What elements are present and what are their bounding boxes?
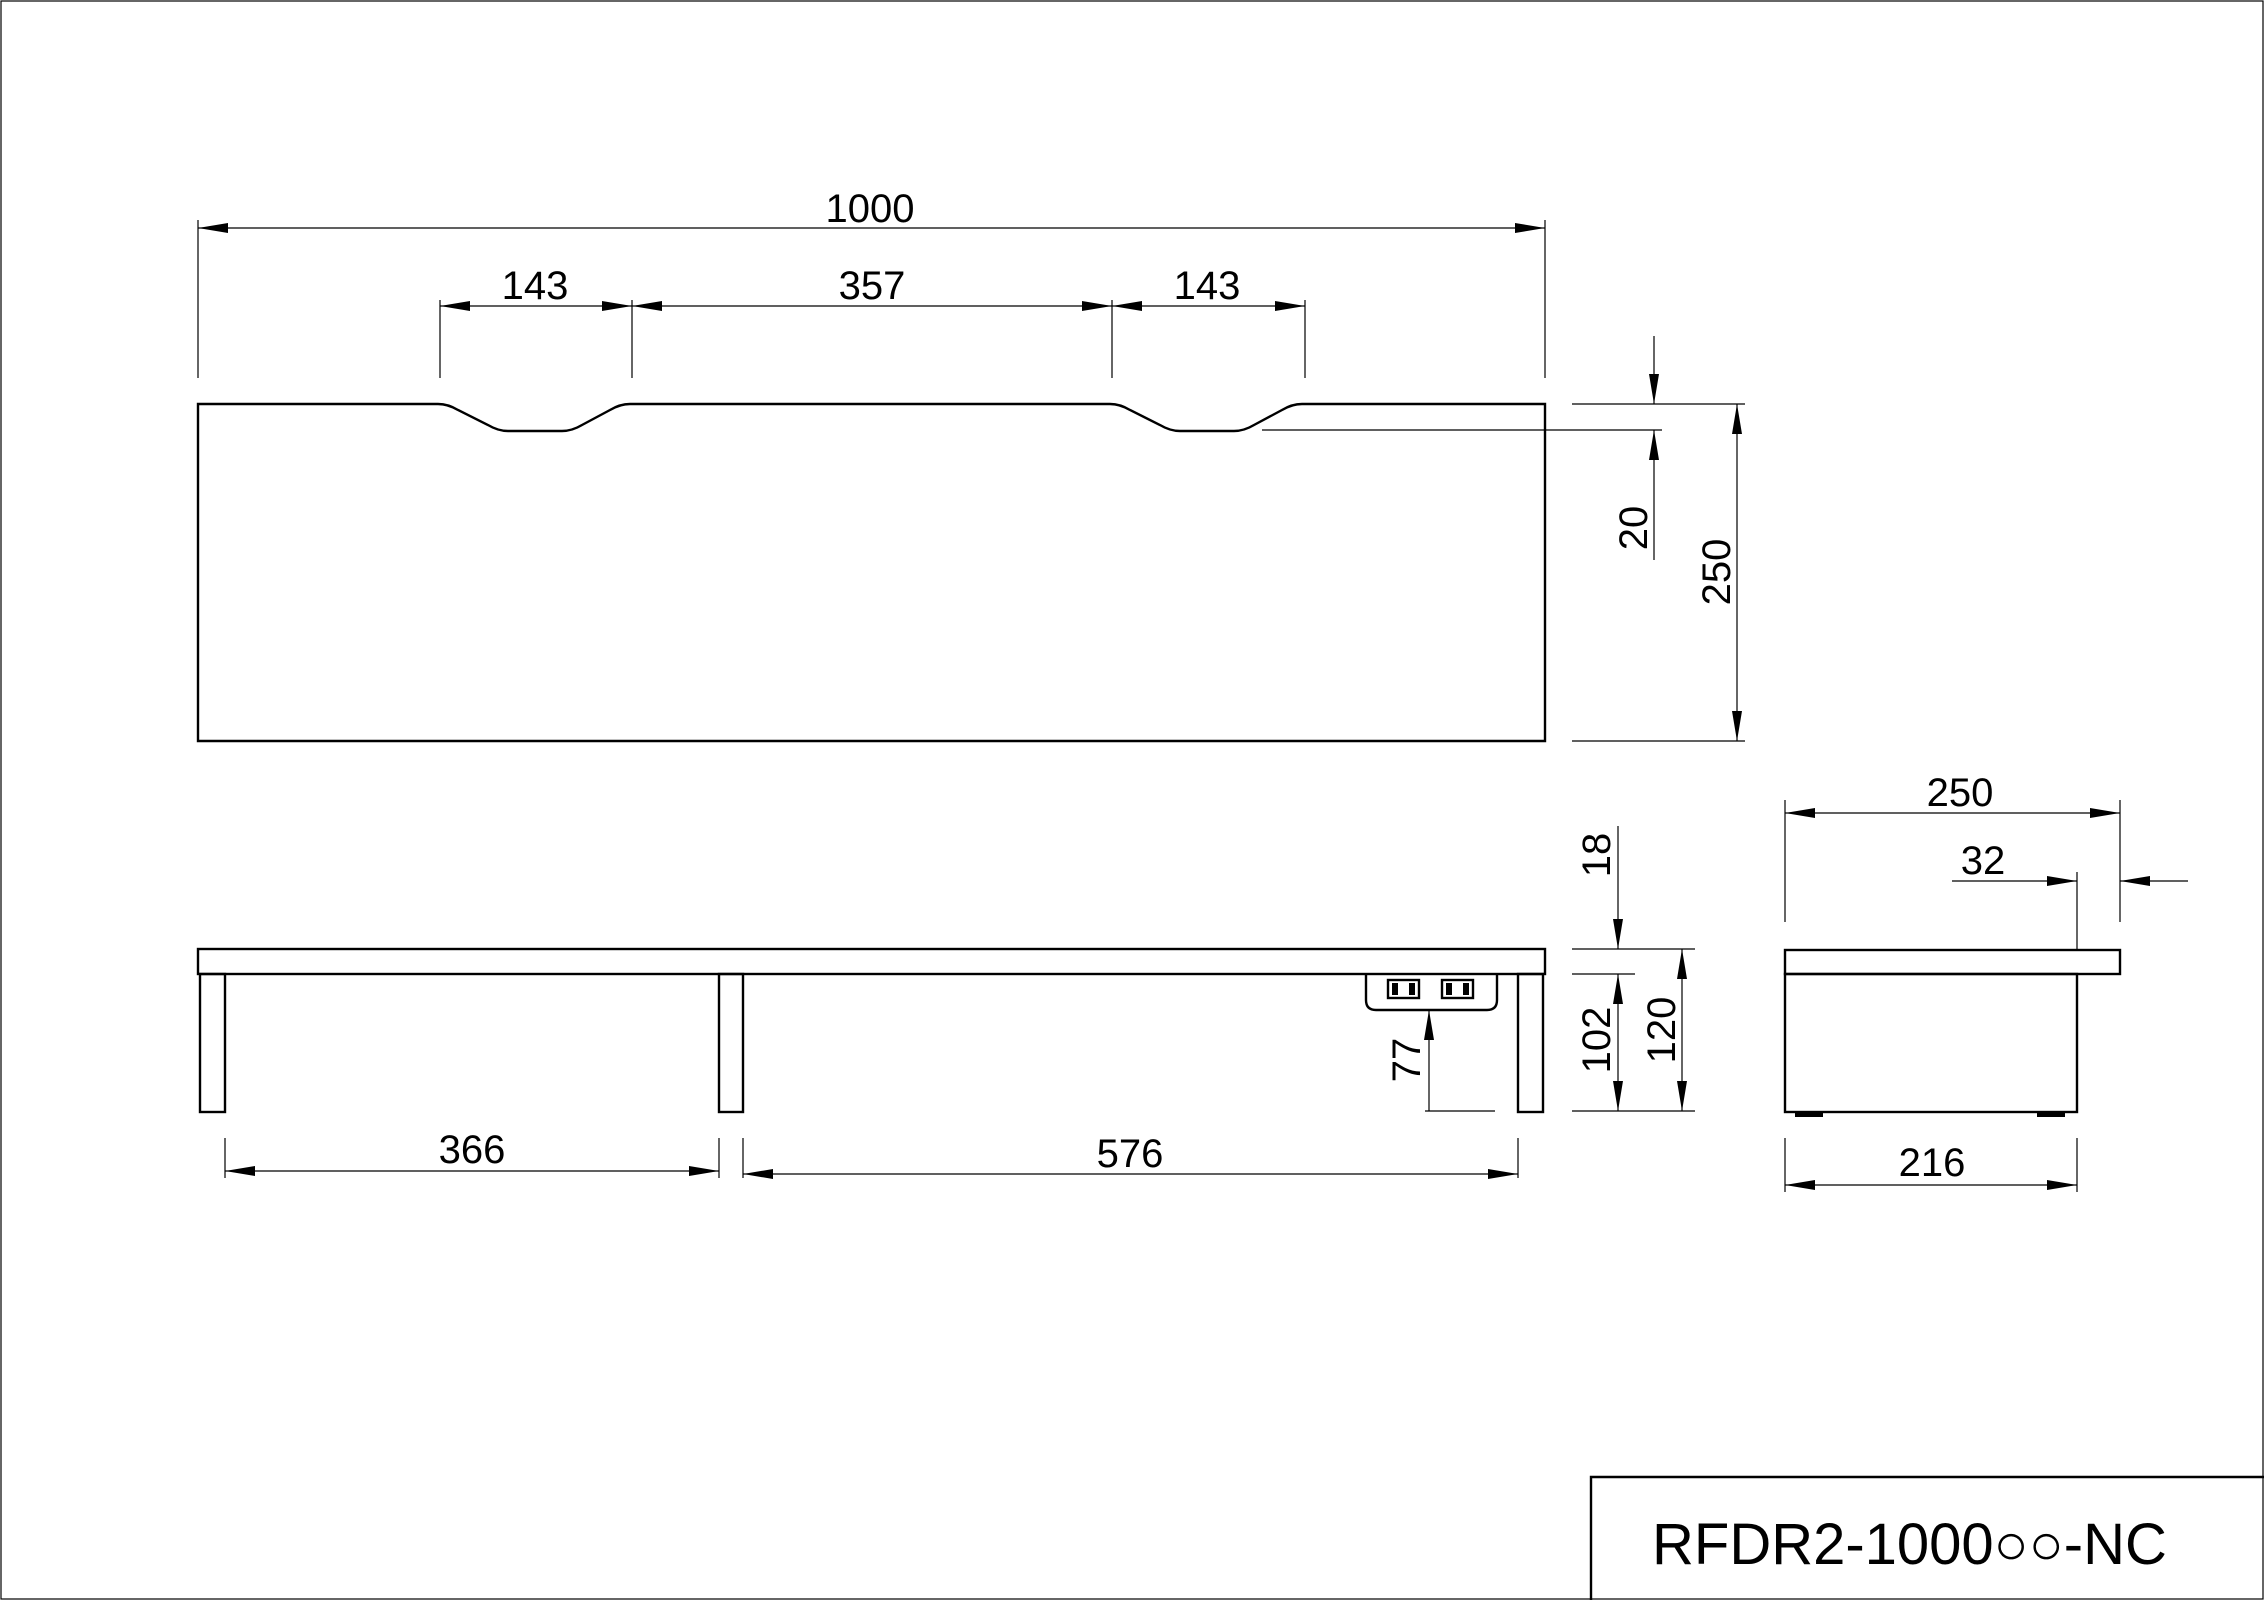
top-view: 1000 143 357 143 20 250 [196,187,1745,743]
side-view: 250 32 216 [1783,771,2188,1192]
dim-base-depth: 216 [1899,1141,1966,1185]
dim-overall-height: 120 [1640,997,1684,1064]
dim-overall-width: 1000 [826,187,915,231]
dim-side-depth: 250 [1927,771,1994,815]
title-block: RFDR2-1000○○-NC [1589,1475,2264,1600]
dim-depth: 250 [1695,539,1739,606]
dim-notch-depth: 20 [1612,506,1656,551]
dim-leg-spacing-right: 576 [1097,1132,1164,1176]
model-number: RFDR2-1000○○-NC [1652,1512,2167,1577]
front-top-board [196,947,1547,976]
dim-notch-left-width: 143 [502,264,569,308]
side-foot-right [2037,1112,2065,1117]
side-top-board [1783,948,2122,976]
dim-notch-spacing: 357 [839,264,906,308]
dim-top-thickness: 18 [1575,833,1619,878]
outlet-left-icon [1386,978,1421,1000]
dim-outlet-height: 77 [1385,1038,1429,1083]
side-foot-left [1795,1112,1823,1117]
side-base-body [1783,972,2079,1114]
dim-notch-right-width: 143 [1174,264,1241,308]
outlet-box [1364,974,1499,1012]
front-leg-right [1516,972,1545,1114]
front-view: 18 77 102 120 366 576 [196,826,1695,1179]
dim-leg-spacing-left: 366 [439,1128,506,1172]
dim-overhang: 32 [1961,839,2006,883]
front-leg-left [198,972,227,1114]
dim-clearance-height: 102 [1575,1007,1619,1074]
front-leg-middle [717,972,745,1114]
top-view-outline [196,402,1547,743]
outlet-right-icon [1440,978,1475,1000]
